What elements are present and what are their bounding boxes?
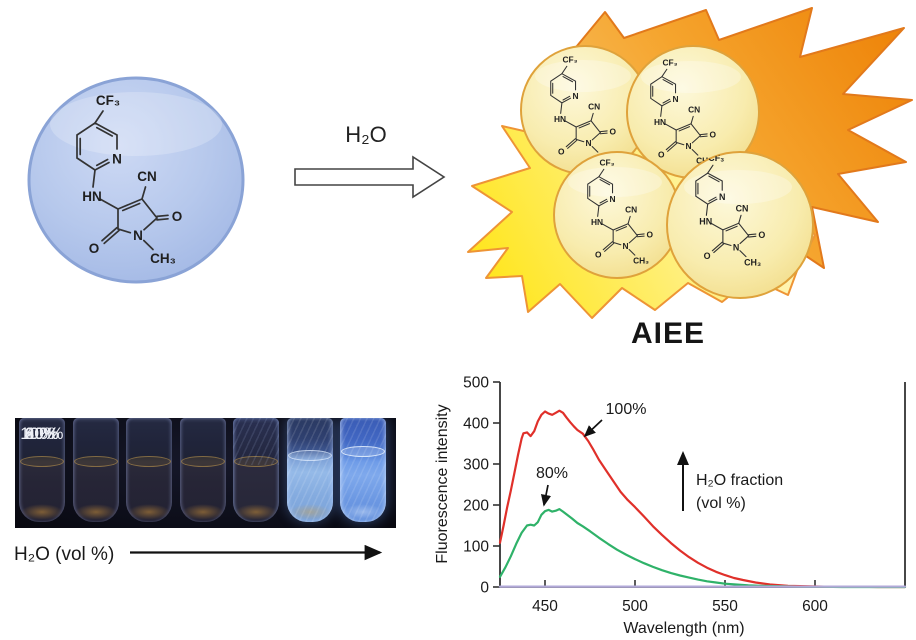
uv-vials-photo: 0% 20% 40% 60% 80% 90% 100% (15, 418, 396, 528)
dissolved-molecule-sphere (27, 76, 245, 284)
x-axis-label: Wavelength (nm) (623, 620, 744, 637)
y-tick-label: 100 (463, 539, 489, 556)
y-tick-label: 300 (463, 457, 489, 474)
aggregate-particle-1 (520, 45, 650, 175)
vial-60 (179, 418, 226, 522)
y-tick-label: 400 (463, 416, 489, 433)
vial-100 (340, 418, 386, 522)
vial-40 (126, 418, 172, 522)
aiee-aggregate: AIEE (467, 7, 913, 350)
aggregate-particle-3 (553, 151, 681, 279)
annotation-100pct-arrow (583, 419, 603, 438)
vial-90 (286, 418, 333, 522)
water-label: H₂O (345, 122, 387, 147)
photo-caption: H₂O (vol %) (14, 544, 114, 565)
vial-80 (233, 418, 279, 522)
vial-label: 40% (25, 425, 59, 443)
x-tick-label: 500 (622, 598, 648, 615)
y-axis-label: Fluorescence intensity (434, 404, 451, 563)
annotation-80pct-arrow (540, 484, 552, 507)
x-tick-label: 600 (802, 598, 828, 615)
x-tick-label: 550 (712, 598, 738, 615)
sphere-highlight (50, 92, 222, 156)
h2o-fraction-note-line2: (vol %) (696, 495, 746, 512)
vial-label: 60% (25, 425, 59, 443)
vial-label: 100% (20, 425, 64, 443)
reaction-arrow (294, 155, 446, 199)
vial-0 (19, 418, 65, 522)
vial-label: 0% (29, 425, 55, 443)
annotation-80pct: 80% (536, 465, 568, 482)
vial-label: 80% (25, 425, 59, 443)
y-tick-label: 200 (463, 498, 489, 515)
h2o-fraction-note-line1: H₂O fraction (696, 472, 783, 489)
x-tick-label: 450 (532, 598, 558, 615)
vial-label: 90% (25, 425, 59, 443)
vial-label: 20% (25, 425, 59, 443)
series-line-80% (498, 508, 907, 589)
annotation-100pct: 100% (606, 401, 647, 418)
series-line-100% (498, 409, 907, 589)
y-tick-label: 500 (463, 375, 489, 392)
vial-20 (72, 418, 119, 522)
aggregate-particle-4 (666, 151, 814, 299)
aiee-label: AIEE (631, 317, 705, 350)
y-tick-label: 0 (480, 580, 489, 597)
